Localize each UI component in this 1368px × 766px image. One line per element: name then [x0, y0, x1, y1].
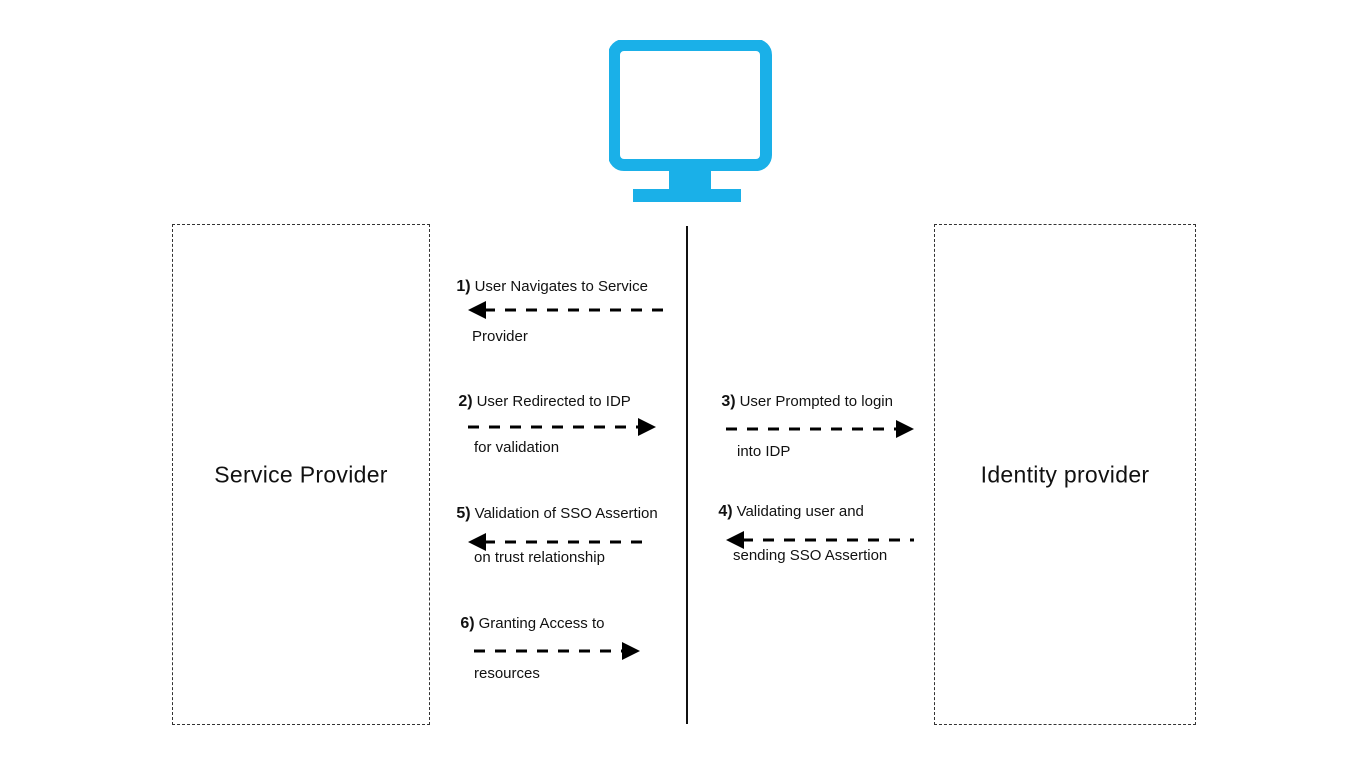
step-5-number: 5): [456, 505, 471, 522]
service-provider-label: Service Provider: [214, 461, 388, 487]
step-4-number: 4): [718, 503, 733, 520]
step-4-label: 4)Validating user and sending SSO Assert…: [710, 479, 887, 589]
step-2-arrow-right: [468, 418, 656, 436]
step-4-arrow-left: [726, 531, 914, 549]
step-3-line1: User Prompted to login: [739, 393, 893, 410]
step-4-line2: sending SSO Assertion: [733, 547, 888, 564]
step-3-number: 3): [721, 393, 736, 410]
step-6-line1: Granting Access to: [478, 615, 605, 632]
step-5-label: 5)Validation of SSO Assertion on trust r…: [448, 481, 658, 591]
desktop-monitor-icon: [609, 40, 772, 202]
step-1-number: 1): [456, 278, 471, 295]
step-6-arrow-right: [474, 642, 640, 660]
step-1-line1: User Navigates to Service: [474, 278, 648, 295]
step-3-arrow-right: [726, 420, 914, 438]
step-6-number: 6): [460, 615, 475, 632]
step-2-number: 2): [458, 393, 473, 410]
service-provider-box: Service Provider: [172, 224, 430, 725]
identity-provider-label: Identity provider: [980, 461, 1150, 487]
center-divider-line: [686, 226, 688, 724]
step-6-label: 6)Granting Access to resources: [452, 586, 604, 711]
step-5-line2: on trust relationship: [474, 549, 605, 566]
step-3-label: 3)User Prompted to login into IDP: [713, 364, 893, 489]
identity-provider-box: Identity provider: [934, 224, 1196, 725]
step-5-line1: Validation of SSO Assertion: [474, 505, 658, 522]
step-3-line2: into IDP: [737, 443, 791, 460]
step-1-label: 1)User Navigates to Service Provider: [448, 249, 648, 374]
step-5-arrow-left: [468, 533, 643, 551]
step-6-line2: resources: [474, 665, 540, 682]
step-2-line1: User Redirected to IDP: [476, 393, 631, 410]
step-2-label: 2)User Redirected to IDP for validation: [450, 364, 631, 485]
step-1-arrow-left: [468, 301, 663, 319]
step-4-line1: Validating user and: [736, 503, 864, 520]
step-2-line2: for validation: [474, 439, 560, 456]
step-1-line2: Provider: [472, 328, 528, 345]
